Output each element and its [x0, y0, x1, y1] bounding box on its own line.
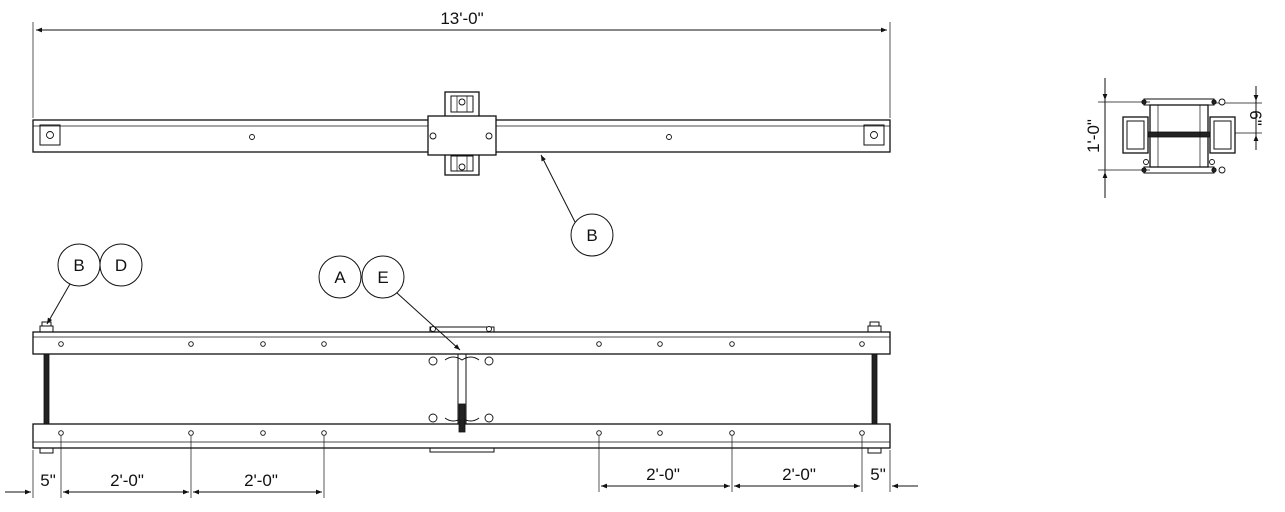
bottom-dimensions-left: [5, 436, 325, 498]
top-beam-hole-right: [666, 134, 672, 140]
front-upper-beam: [32, 331, 891, 355]
front-view: B D A E 5" 2'-0" 2'-0": [5, 243, 918, 498]
balloon-front-e-label: E: [377, 268, 388, 287]
balloon-front-d-label: D: [115, 256, 127, 275]
end-view: 1'-0" 6": [1084, 78, 1265, 198]
threaded-rod-right: [867, 321, 882, 454]
front-leader-ae: [396, 292, 461, 351]
top-leader-b: [540, 154, 576, 223]
end-height-label: 1'-0": [1084, 119, 1103, 153]
balloon-top-b: [570, 213, 614, 257]
overall-length-label: 13'-0": [440, 9, 483, 28]
end-width-label: 6": [1246, 110, 1265, 126]
dim-left-end-label: 5": [40, 471, 56, 490]
front-leader-bd: [46, 283, 71, 325]
dim-left-span-2-label: 2'-0": [244, 471, 278, 490]
dim-right-end-label: 5": [870, 465, 886, 484]
top-end-hole-right: [870, 131, 878, 139]
bottom-dimensions-right: [598, 436, 918, 492]
dim-left-span-1-label: 2'-0": [110, 471, 144, 490]
top-end-hole-left: [46, 131, 54, 139]
end-assembly: [1122, 98, 1236, 174]
balloon-front-b-label: B: [73, 256, 84, 275]
balloon-front-a: [318, 255, 362, 299]
balloon-front-a-label: A: [334, 268, 346, 287]
balloon-front-d: [99, 243, 143, 287]
dim-right-span-2-label: 2'-0": [782, 465, 816, 484]
front-center-clamp: [428, 326, 495, 453]
top-center-clamp: [427, 91, 497, 176]
threaded-rod-left: [39, 321, 54, 454]
top-beam-hole-left: [249, 134, 255, 140]
top-view: 13'-0" B: [32, 9, 891, 257]
dim-right-span-1-label: 2'-0": [646, 465, 680, 484]
front-upper-beam-holes: [58, 341, 865, 347]
front-lower-beam-holes: [58, 430, 865, 436]
balloon-front-e: [361, 255, 405, 299]
top-end-plate-right: [863, 124, 885, 146]
top-end-plate-left: [39, 124, 61, 146]
balloon-top-b-label: B: [586, 226, 597, 245]
